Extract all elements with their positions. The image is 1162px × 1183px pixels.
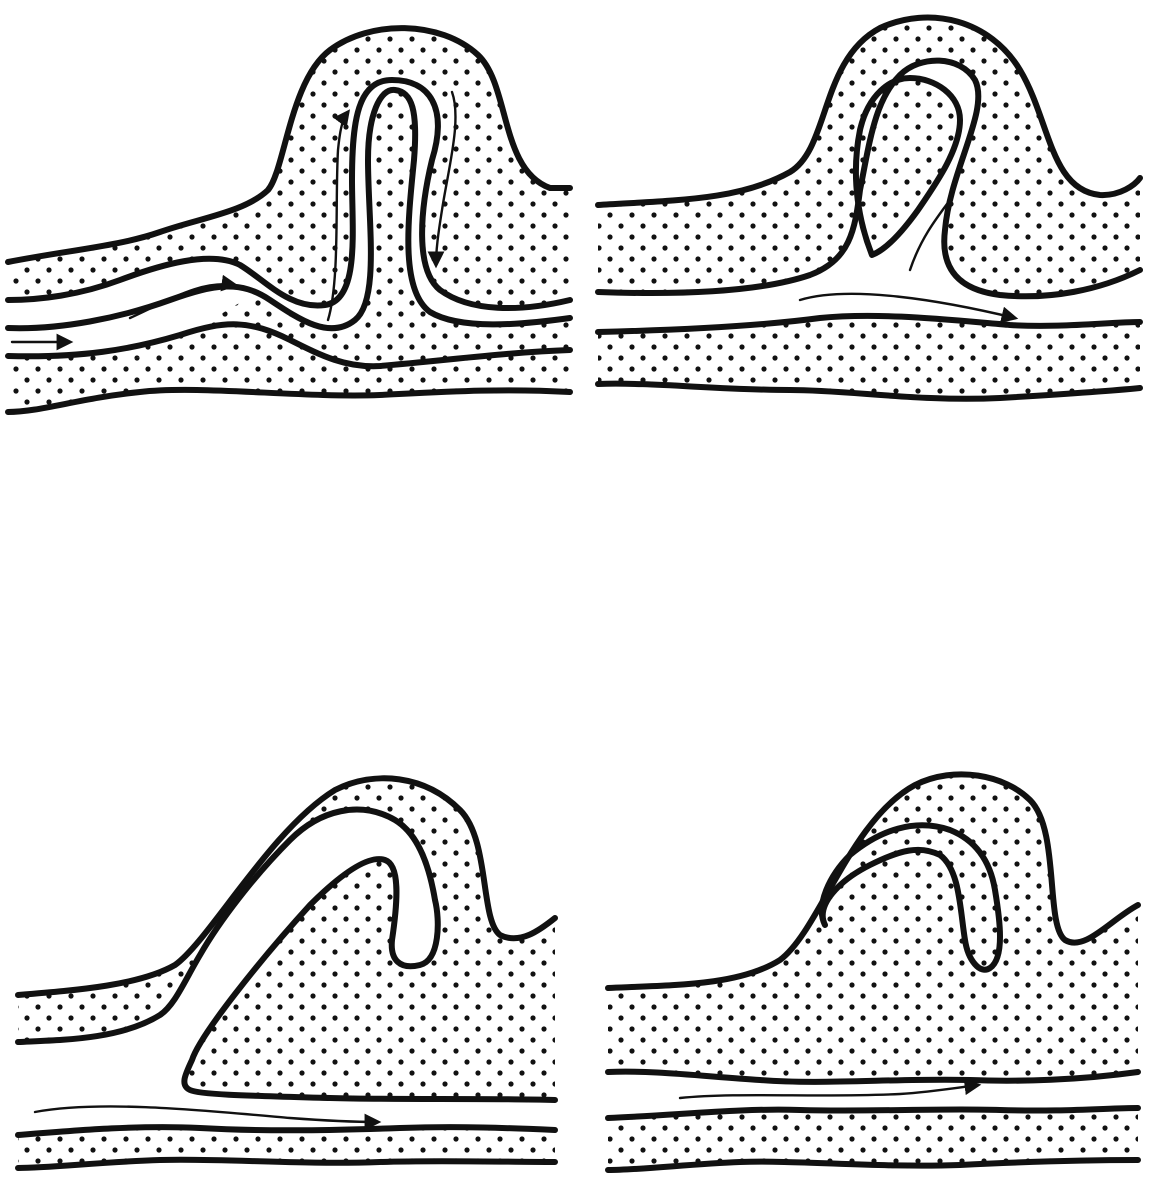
panel-4-flow-arrow bbox=[680, 1085, 978, 1098]
panel-2 bbox=[598, 17, 1140, 398]
panel-3 bbox=[18, 778, 555, 1168]
panel-3-bottom-edge bbox=[18, 1160, 555, 1168]
panel-3-flow-arrow bbox=[35, 1106, 378, 1122]
panel-4 bbox=[608, 774, 1138, 1170]
panel-1 bbox=[8, 28, 570, 412]
panel-3-upper-bank bbox=[18, 778, 555, 1100]
